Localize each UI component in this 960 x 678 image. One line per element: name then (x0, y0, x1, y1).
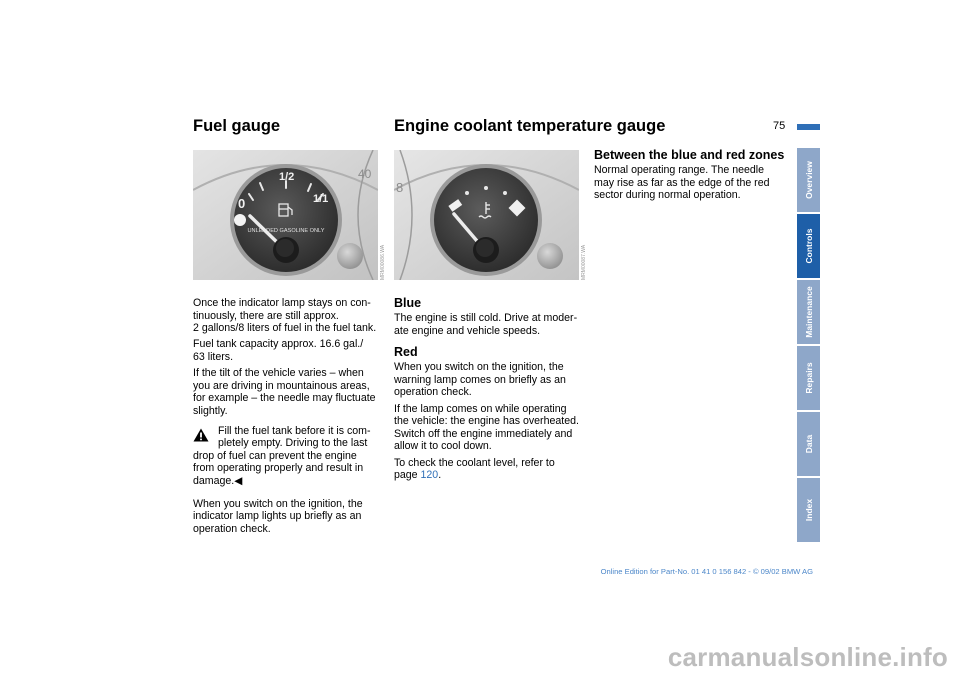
red-paragraph: If the lamp comes on while operating the… (394, 402, 579, 453)
red-paragraph: When you switch on the ignition, the war… (394, 361, 566, 399)
tab-overview[interactable]: Overview (797, 148, 820, 212)
blue-text: The engine is still cold. Drive at moder… (394, 312, 578, 337)
refer-paragraph: To check the coolant level, refer to pag… (394, 457, 586, 482)
coolant-gauge-heading: Engine coolant temperature gauge (394, 117, 666, 135)
warning-note: Fill the fuel tank before it is com- ple… (193, 425, 385, 488)
tab-repairs[interactable]: Repairs (797, 346, 820, 410)
chapter-tabs: Overview Controls Maintenance Repairs Da… (797, 148, 820, 544)
refer-text: To check the coolant level, refer to pag… (394, 456, 555, 482)
fuel-label-half: 1/2 (279, 171, 294, 183)
refer-end: . (438, 469, 442, 482)
between-zones-column: Between the blue and red zones Normal op… (594, 148, 786, 205)
fuel-paragraph: If the tilt of the vehicle varies – when… (193, 367, 376, 417)
red-heading: Red (394, 345, 418, 360)
fuel-label-full: 1/1 (313, 193, 328, 205)
fuel-paragraph: When you switch on the ignition, the ind… (193, 497, 363, 535)
watermark: carmanualsonline.info (667, 642, 948, 672)
tab-label: Repairs (803, 362, 814, 394)
tab-label: Data (803, 434, 814, 454)
coolant-temperature-icon (478, 202, 492, 219)
warning-text-first: Fill the fuel tank before it is com- ple… (218, 424, 371, 450)
between-zones-text: Normal operating range. The needle may r… (594, 164, 770, 202)
warning-triangle-icon (193, 428, 209, 442)
fuel-indicator-lamp (234, 214, 246, 226)
fuel-gauge-image: 40 0 1/2 1/1 UNLEADED GASOLINE ONLY (192, 149, 379, 281)
coolant-gauge-drawing: 8 (393, 149, 580, 281)
tab-index[interactable]: Index (797, 478, 820, 542)
blue-zone-marker (448, 199, 463, 212)
coolant-image-code: MRM00087.WA (581, 244, 587, 280)
fuel-gauge-caption: UNLEADED GASOLINE ONLY (248, 228, 325, 234)
tab-controls[interactable]: Controls (797, 214, 820, 278)
tab-label: Overview (803, 161, 814, 199)
fuel-image-code: MRM00086.WA (380, 244, 386, 280)
page-number-bar (797, 124, 820, 130)
fuel-paragraph: Fuel tank capacity approx. 16.6 gal./ 63… (193, 338, 364, 363)
tab-label: Controls (803, 228, 814, 264)
svg-text:40: 40 (358, 167, 372, 181)
warning-text-rest: drop of fuel can prevent the engine from… (193, 449, 364, 487)
page-number: 75 (773, 120, 786, 132)
footer-edition-text: Online Edition for Part-No. 01 41 0 156 … (600, 567, 813, 576)
coolant-gauge-image: 8 (393, 149, 580, 281)
tab-label: Index (803, 498, 814, 522)
fuel-gauge-drawing: 40 0 1/2 1/1 UNLEADED GASOLINE ONLY (192, 149, 379, 281)
between-zones-heading: Between the blue and red zones (594, 148, 785, 162)
fuel-gauge-heading: Fuel gauge (193, 117, 281, 135)
red-zone-marker (508, 199, 526, 217)
tab-maintenance[interactable]: Maintenance (797, 280, 820, 344)
coolant-text-column: Blue The engine is still cold. Drive at … (394, 296, 586, 485)
fuel-pump-icon (278, 203, 293, 217)
fuel-text-column: Once the indicator lamp stays on con- ti… (193, 297, 385, 539)
svg-text:8: 8 (396, 180, 403, 195)
page-120-link[interactable]: 120 (420, 469, 439, 482)
fuel-label-empty: 0 (238, 196, 245, 211)
tab-data[interactable]: Data (797, 412, 820, 476)
fuel-paragraph: Once the indicator lamp stays on con- ti… (193, 297, 377, 335)
blue-heading: Blue (394, 296, 422, 310)
tab-label: Maintenance (803, 286, 814, 338)
